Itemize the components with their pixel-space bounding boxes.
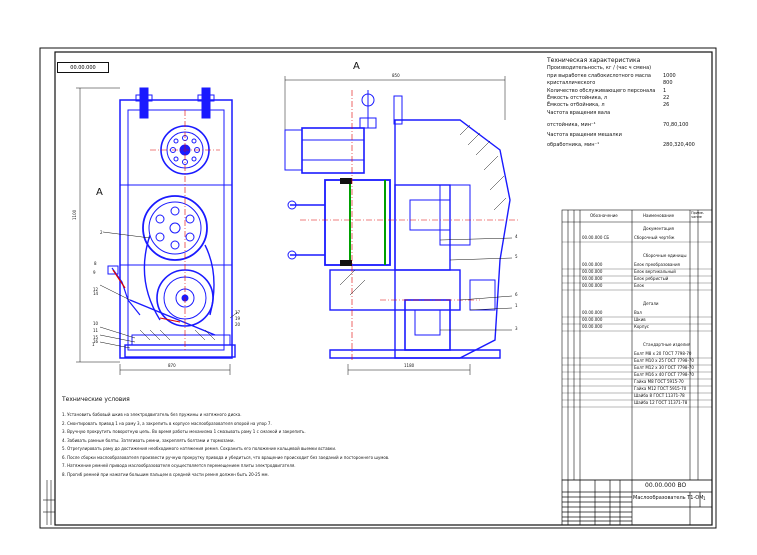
position-label-right: 6 bbox=[515, 292, 518, 297]
position-label-left: 9 bbox=[93, 270, 96, 275]
tech-req-line: 7. Натяжение ремней привода маслообразов… bbox=[62, 463, 296, 468]
spec-row-name: Блок преобразования bbox=[634, 262, 680, 267]
tech-char-label: при выработке слабокислотного масла bbox=[547, 73, 651, 79]
tech-char-label: Количество обслуживающего персонала bbox=[547, 88, 656, 94]
position-label-left: 15 bbox=[93, 335, 99, 340]
position-label-left: 2 bbox=[100, 230, 103, 235]
tech-char-value: 70,80,100 bbox=[663, 122, 689, 128]
tech-char-label: Ёмкость отбойника, л bbox=[547, 102, 605, 108]
position-label-right: 3 bbox=[515, 326, 518, 331]
spec-row-name: Гайка М12 ГОСТ 5915-70 bbox=[634, 386, 687, 391]
dim-height-left: 1100 bbox=[72, 209, 77, 220]
position-label-left: 1 bbox=[92, 342, 95, 347]
top-designation: 00.00.000 bbox=[57, 62, 109, 73]
dim-width-left: 870 bbox=[168, 363, 176, 368]
dim-top-right: 850 bbox=[392, 73, 400, 78]
view-letter-left: А bbox=[96, 187, 103, 198]
position-label-left: 12 bbox=[93, 287, 99, 292]
spec-header-note: Приме-чание bbox=[691, 211, 705, 219]
spec-header-code: Обозначение bbox=[590, 213, 618, 218]
tech-char-label: отстойника, мин⁻¹ bbox=[547, 122, 596, 128]
spec-header-name: Наименование bbox=[643, 213, 675, 218]
tech-req-line: 1. Установить бабовый шкив на электродви… bbox=[62, 412, 242, 417]
spec-row-code: 00.00.000 bbox=[582, 310, 603, 315]
position-label-left: 19 bbox=[235, 316, 241, 321]
tech-char-value: 26 bbox=[663, 102, 670, 108]
tech-char-title: Техническая характеристика bbox=[547, 57, 641, 64]
tech-char-label: Ёмкость отстойника, л bbox=[547, 95, 608, 101]
spec-table-lines bbox=[561, 209, 713, 481]
spec-row-code: 00.00.000 bbox=[582, 262, 603, 267]
spec-row-name: Болт М12 x 30 ГОСТ 7798-70 bbox=[634, 365, 694, 370]
outer-frame bbox=[39, 47, 717, 529]
position-label-left: 16 bbox=[93, 339, 99, 344]
tech-req-line: 6. После сборки маслообразователя произв… bbox=[62, 454, 390, 460]
position-label-left: 14 bbox=[93, 291, 99, 296]
tech-char-value: 22 bbox=[663, 95, 670, 101]
tech-char-label: Частота вращения вала bbox=[547, 110, 611, 116]
tech-req-line: 5. Отрегулировать раму до достижения нео… bbox=[62, 446, 337, 451]
spec-row-name: Болт М16 x 40 ГОСТ 7798-70 bbox=[634, 372, 694, 377]
tech-req-line: 2. Смонтировать привод 1 на раму 3, а за… bbox=[62, 420, 272, 426]
spec-section-title: Детали bbox=[643, 301, 659, 306]
tech-req-title: Технические условия bbox=[62, 396, 130, 403]
position-label-left: 20 bbox=[235, 322, 241, 327]
tech-req-line: 3. Вручную прокрутить поворотную цепь. В… bbox=[62, 429, 306, 434]
tech-char-value: 280,320,400 bbox=[663, 142, 695, 148]
spec-row-name: Блок ребристый bbox=[634, 276, 669, 281]
position-label-left: 11 bbox=[93, 328, 99, 333]
title-name: Маслообразователь Т1-ОМ bbox=[633, 495, 704, 501]
tech-char-value: 1 bbox=[663, 88, 667, 94]
position-label-right: 5 bbox=[515, 254, 518, 259]
spec-row-code: 00.00.000 bbox=[582, 269, 603, 274]
title-sheet-no: 1 bbox=[703, 496, 706, 501]
binding-strip bbox=[43, 480, 55, 525]
tech-char-value: 1000 bbox=[663, 73, 676, 79]
tech-char-label: кристаллического bbox=[547, 80, 596, 86]
position-label-right: 1 bbox=[515, 303, 518, 308]
spec-row-name: Вал bbox=[634, 310, 642, 315]
tech-char-label: Частота вращения мешалки bbox=[547, 132, 622, 138]
position-label-left: 17 bbox=[235, 310, 241, 315]
spec-row-name: Болт М8 x 20 ГОСТ 7798-70 bbox=[634, 351, 692, 356]
dim-bottom-right: 1180 bbox=[404, 363, 415, 368]
title-block-lines bbox=[561, 479, 713, 526]
spec-section-title: Документация bbox=[643, 226, 674, 231]
spec-section-title: Стандартные изделия bbox=[643, 342, 691, 347]
spec-row-name: Блок bbox=[634, 283, 645, 288]
spec-row-code: 00.00.000 bbox=[582, 276, 603, 281]
tech-req-line: 8. Прогиб ремней при нажатии большим пал… bbox=[62, 471, 269, 477]
spec-row-code: 00.00.000 bbox=[582, 324, 603, 329]
spec-row-name: Шайба 8 ГОСТ 11371-78 bbox=[634, 393, 685, 398]
side-view bbox=[76, 87, 239, 375]
spec-table-rows bbox=[562, 241, 712, 408]
spec-row-name: Шкив bbox=[634, 317, 646, 322]
spec-row-name: Болт М10 x 25 ГОСТ 7798-70 bbox=[634, 358, 694, 363]
spec-row-name: Сборочный чертёж bbox=[634, 235, 675, 240]
spec-row-code: 00.00.000 СБ bbox=[582, 235, 610, 240]
spec-row-name: Корпус bbox=[634, 324, 650, 329]
tech-req-line: 4. Забивать рамные болты. Затягивать рем… bbox=[62, 437, 235, 443]
spec-row-name: Шайба 12 ГОСТ 11371-78 bbox=[634, 400, 688, 405]
tech-char-label: обработника, мин⁻¹ bbox=[547, 142, 600, 148]
view-letter-a: А bbox=[353, 61, 360, 72]
position-label-left: 8 bbox=[94, 261, 97, 266]
spec-row-code: 00.00.000 bbox=[582, 317, 603, 322]
spec-section-title: Сборочные единицы bbox=[643, 253, 687, 258]
tech-char-value: 800 bbox=[663, 80, 673, 86]
spec-row-name: Гайка М8 ГОСТ 5915-70 bbox=[634, 379, 684, 384]
front-view bbox=[284, 76, 520, 375]
position-label-right: 4 bbox=[515, 234, 518, 239]
position-label-left: 10 bbox=[93, 321, 99, 326]
spec-row-name: Блок вертикальный bbox=[634, 269, 676, 274]
spec-row-code: 00.00.000 bbox=[582, 283, 603, 288]
tech-char-label: Производительность, кг / (час ч смена) bbox=[547, 65, 652, 71]
title-designation: 00.00.000 ВО bbox=[645, 482, 687, 489]
